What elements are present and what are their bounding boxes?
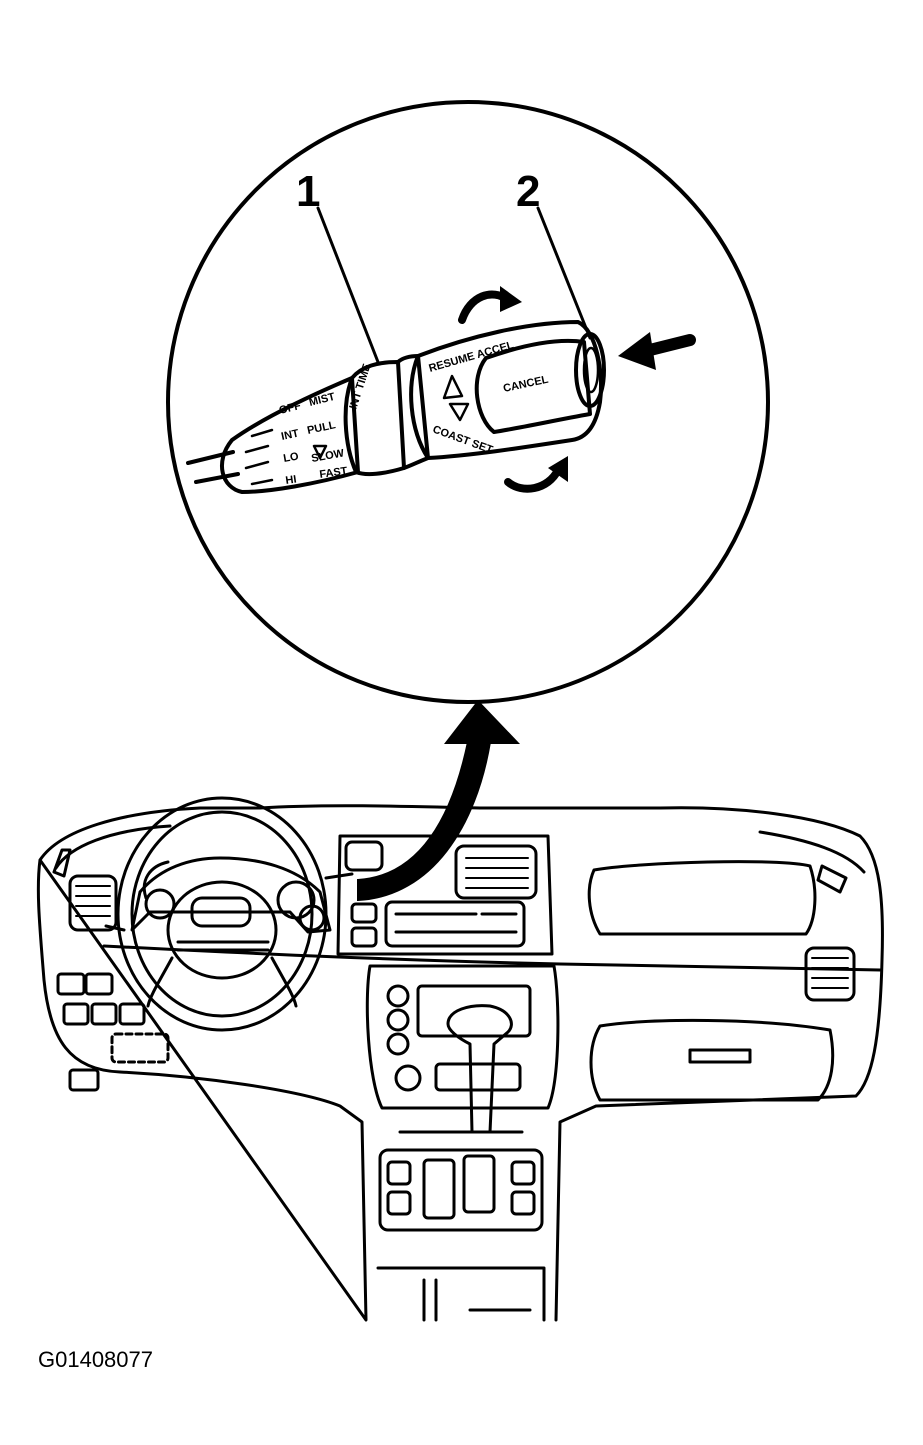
wiper-section (220, 376, 360, 494)
center-vent (454, 844, 538, 900)
rotate-up-arrow (458, 286, 522, 324)
label-lo: LO (282, 450, 300, 465)
right-vent (804, 946, 856, 1002)
dashboard-view (36, 796, 884, 1322)
dashboard-outline (36, 804, 884, 1322)
callout-2: 2 (516, 167, 540, 216)
console-panel (378, 1148, 544, 1232)
hvac-panel (365, 964, 560, 1110)
coast-triangle (448, 402, 470, 422)
center-vent-left (344, 840, 384, 872)
left-vent (68, 874, 118, 932)
label-slow: SLOW (310, 447, 345, 465)
int-time-ring (343, 360, 406, 477)
instrument-cluster (130, 856, 332, 934)
gear-shifter (446, 1004, 513, 1134)
callout-1: 1 (296, 167, 320, 216)
label-fast: FAST (319, 465, 349, 481)
lever-shaft (186, 450, 240, 484)
glovebox-lower (589, 1018, 835, 1102)
push-arrow (618, 332, 696, 370)
leader-line-2 (536, 206, 592, 340)
label-coast-set: COAST SET (431, 424, 495, 457)
washer-symbol (312, 444, 328, 460)
glovebox (587, 860, 817, 936)
resume-triangle (442, 374, 464, 400)
cancel-end-cap-inner (582, 346, 600, 394)
label-int: INT (280, 427, 300, 442)
detail-view: OFF MIST INT PULL LO HI SLOW FAST INT TI… (166, 100, 770, 704)
label-off: OFF (278, 400, 303, 417)
label-resume-accel: RESUME ACCEL (428, 339, 516, 375)
steering-hub (166, 880, 278, 980)
location-arrow (357, 700, 520, 902)
label-hi: HI (285, 474, 298, 487)
detail-circle (166, 100, 770, 704)
leader-line-1 (316, 206, 380, 364)
cruise-body (409, 320, 603, 460)
wiper-detent-marks (244, 428, 274, 486)
label-cancel: CANCEL (502, 374, 550, 395)
rotate-down-arrow (504, 456, 568, 493)
cancel-recess (474, 338, 592, 434)
ring-step (396, 354, 430, 470)
radio-unit (384, 900, 526, 948)
figure-code: G01408077 (38, 1347, 153, 1372)
label-pull: PULL (306, 419, 337, 437)
